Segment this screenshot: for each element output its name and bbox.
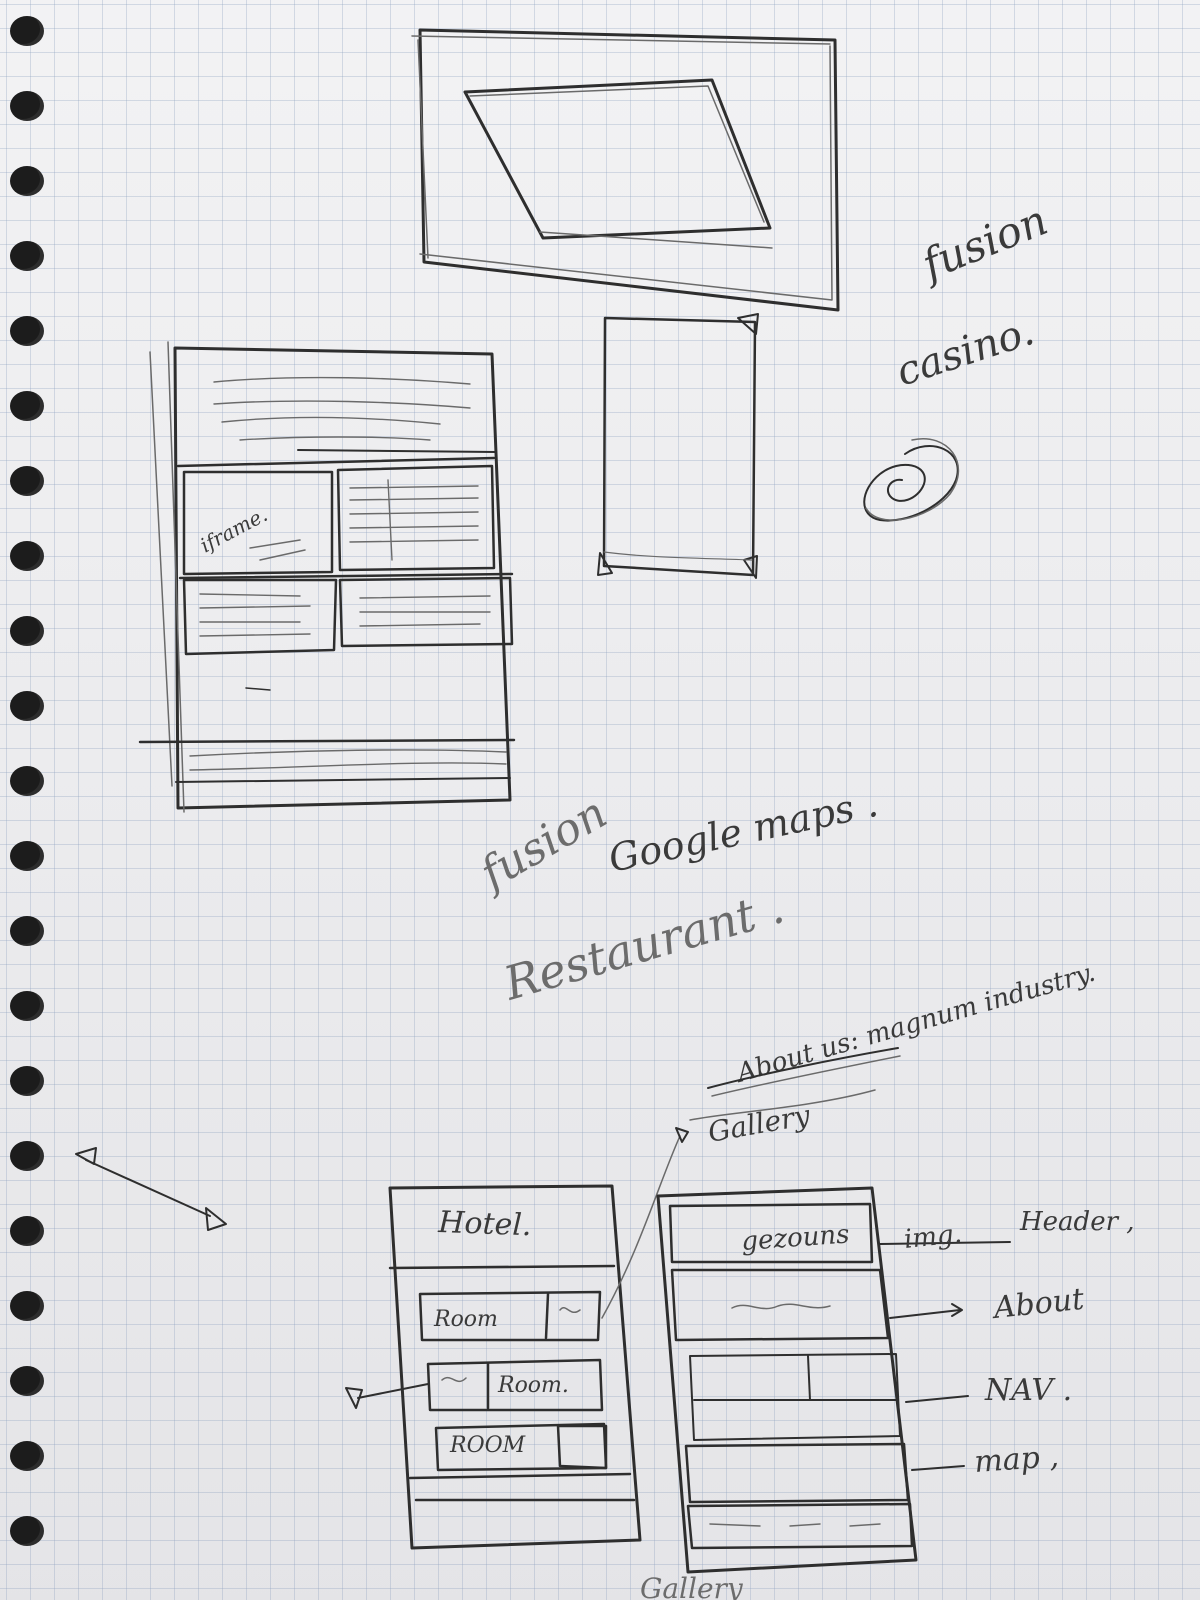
iframe-note: iframe. <box>196 502 271 557</box>
binding-hole <box>10 466 44 496</box>
restaurant-note: Restaurant . <box>497 879 789 1011</box>
binding-hole <box>10 1066 44 1096</box>
home-header-text: gezouns <box>740 1220 850 1257</box>
google-maps-note: Google maps . <box>605 781 882 881</box>
nav-label: NAV . <box>984 1373 1072 1408</box>
binding-hole <box>10 616 44 646</box>
binding-hole <box>10 16 44 46</box>
hero-image-sketch <box>411 28 840 312</box>
binding-hole <box>10 91 44 121</box>
binding-hole <box>10 1441 44 1471</box>
hotel-title: Hotel. <box>437 1205 532 1243</box>
hotel-wireframe <box>345 1127 689 1550</box>
home-footer-text: Gallery <box>640 1572 744 1600</box>
binding-hole <box>10 166 44 196</box>
spiral-logo-sketch <box>863 438 960 522</box>
binding-hole <box>10 691 44 721</box>
binding-hole <box>10 1141 44 1171</box>
fusion-note-2: fusion <box>469 787 615 901</box>
binding-hole <box>10 991 44 1021</box>
img-label: img. <box>903 1219 964 1255</box>
spiral-binding-holes <box>0 0 60 1600</box>
vertical-frame-sketch <box>597 313 759 579</box>
binding-hole <box>10 1291 44 1321</box>
binding-hole <box>10 241 44 271</box>
header-label: Header , <box>1019 1207 1135 1237</box>
arrow-sketch <box>75 1147 227 1231</box>
fusion-note: fusion <box>913 195 1055 290</box>
binding-hole <box>10 916 44 946</box>
binding-hole <box>10 1216 44 1246</box>
about-label: About <box>989 1282 1086 1327</box>
binding-hole <box>10 1366 44 1396</box>
about-us-underline <box>707 1047 901 1097</box>
hotel-room-2: Room. <box>497 1373 569 1398</box>
binding-hole <box>10 1516 44 1546</box>
hotel-room-3: ROOM <box>449 1433 526 1458</box>
map-label: map , <box>973 1439 1060 1480</box>
page-layout-wireframe <box>138 341 516 813</box>
casino-note: casino. <box>891 308 1040 395</box>
binding-hole <box>10 316 44 346</box>
binding-hole <box>10 391 44 421</box>
home-wireframe <box>656 1186 1011 1574</box>
gallery-strike <box>689 1089 876 1121</box>
binding-hole <box>10 541 44 571</box>
binding-hole <box>10 766 44 796</box>
binding-hole <box>10 841 44 871</box>
hotel-room-1: Room <box>433 1307 498 1332</box>
